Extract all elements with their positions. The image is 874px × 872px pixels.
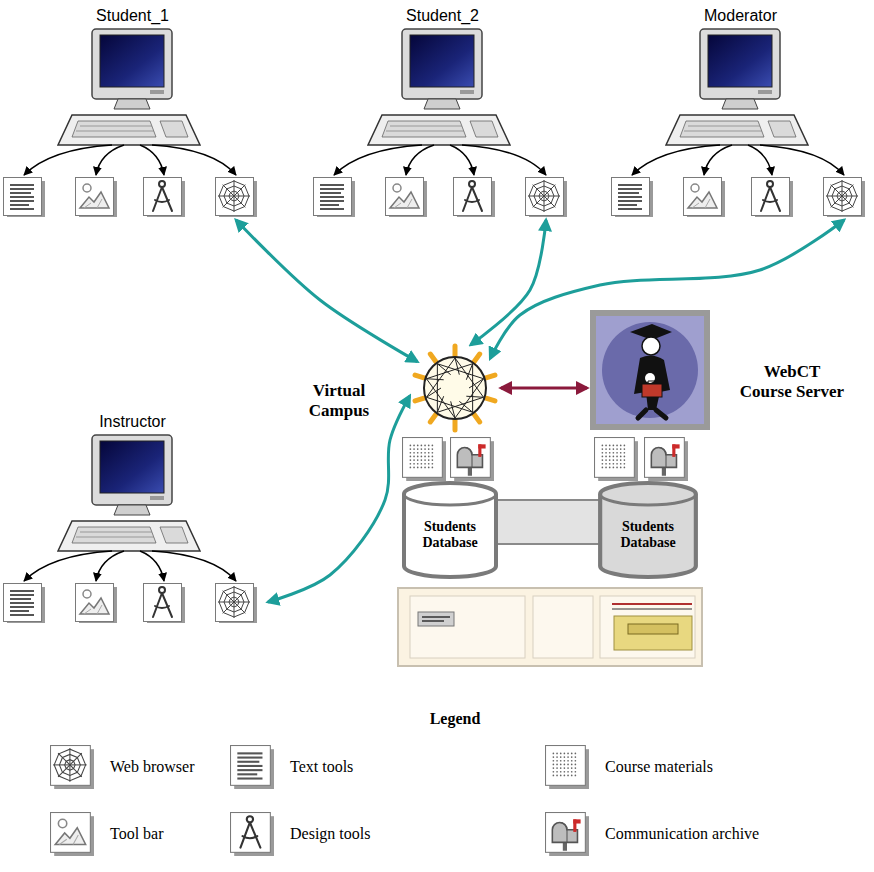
computer-picture (310, 27, 575, 217)
database-cylinder: Students Database (400, 480, 500, 580)
legend-icon (545, 745, 589, 789)
database-link (492, 501, 604, 543)
legend-text: Course materials (605, 757, 713, 776)
legend-icon (230, 812, 274, 856)
pipe-outline (492, 499, 604, 545)
workstation-label: Student_2 (310, 6, 575, 25)
hub-star (410, 343, 500, 433)
database-label: Students Database (604, 519, 692, 551)
computer-picture (608, 27, 873, 217)
course-materials-icon (403, 438, 446, 481)
legend-text: Web browser (110, 757, 194, 776)
legend-text: Text tools (290, 757, 353, 776)
legend-icon (50, 745, 94, 789)
legend-icon (230, 745, 274, 789)
workstation: Moderator (608, 6, 873, 217)
hub-label: Virtual Campus (300, 381, 378, 421)
course-server: WebCT Course Server (590, 310, 710, 430)
network-link (501, 387, 587, 390)
workstation: Instructor (0, 412, 265, 623)
server-logo (590, 310, 710, 430)
legend-text: Tool bar (110, 824, 164, 843)
workstation-label: Student_1 (0, 6, 265, 25)
server-label: WebCT Course Server (738, 362, 846, 402)
network-link (268, 396, 410, 602)
legend-icon (50, 812, 94, 856)
legend-text: Communication archive (605, 824, 759, 843)
workstation-label: Moderator (608, 6, 873, 25)
database-cylinder: Students Database (596, 480, 700, 580)
database-label: Students Database (408, 519, 492, 551)
network-hub: Virtual Campus (410, 343, 500, 433)
computer-picture (0, 433, 265, 623)
communication-archive-icon (451, 438, 494, 481)
legend-title: Legend (430, 710, 481, 728)
computer-picture (0, 27, 265, 217)
network-link (236, 220, 417, 362)
legend-icon (545, 812, 589, 856)
workstation-label: Instructor (0, 412, 265, 431)
legend-text: Design tools (290, 824, 370, 843)
communication-archive-icon (645, 438, 688, 481)
workstation: Student_1 (0, 6, 265, 217)
workstation: Student_2 (310, 6, 575, 217)
course-materials-icon (595, 438, 638, 481)
server-base (398, 588, 702, 666)
